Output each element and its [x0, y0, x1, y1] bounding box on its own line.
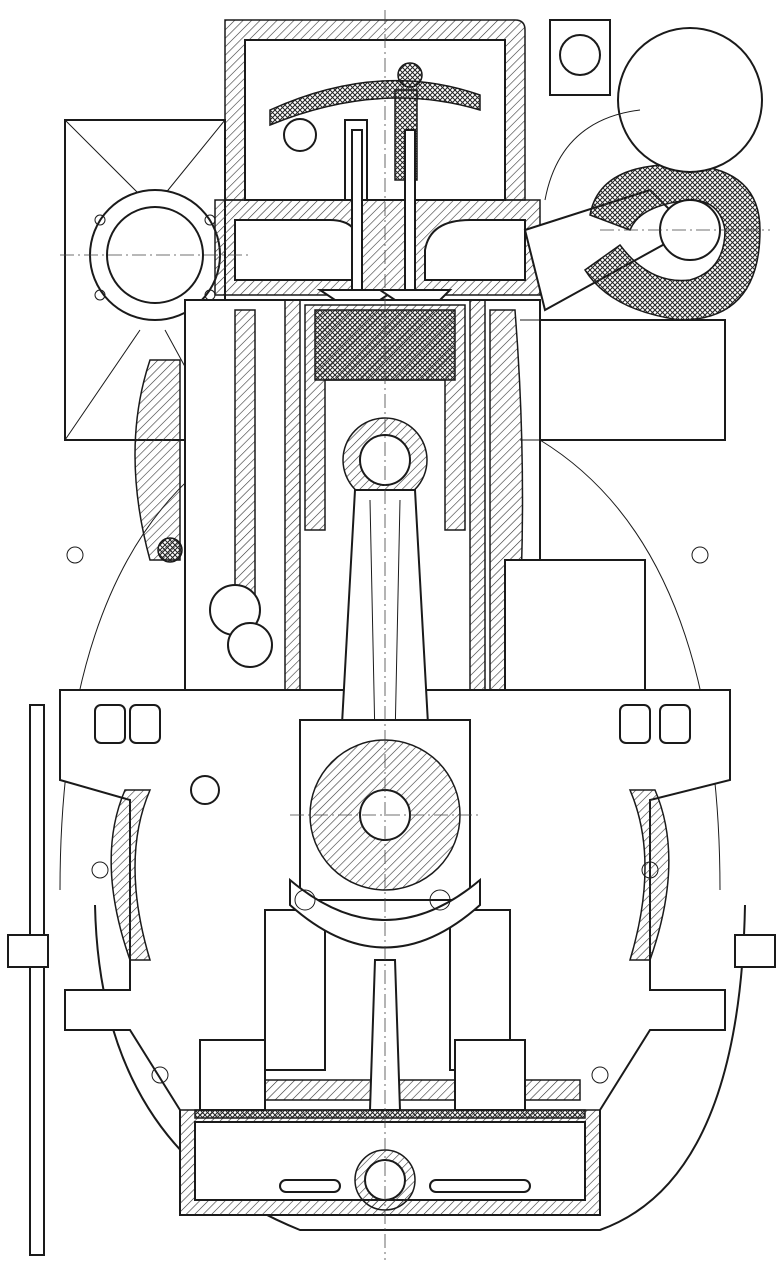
rocker-cover	[224, 19, 526, 201]
cylinder-head	[214, 129, 541, 301]
right-foot	[734, 934, 776, 968]
left-mounting-plate	[29, 704, 45, 1256]
turbocharger	[544, 19, 763, 201]
exhaust-elbow	[523, 163, 761, 321]
centerlines	[60, 10, 770, 1260]
camshaft-gears	[157, 537, 273, 805]
oil-sump	[179, 1109, 601, 1216]
left-foot	[7, 934, 49, 968]
bolts	[66, 546, 709, 1084]
